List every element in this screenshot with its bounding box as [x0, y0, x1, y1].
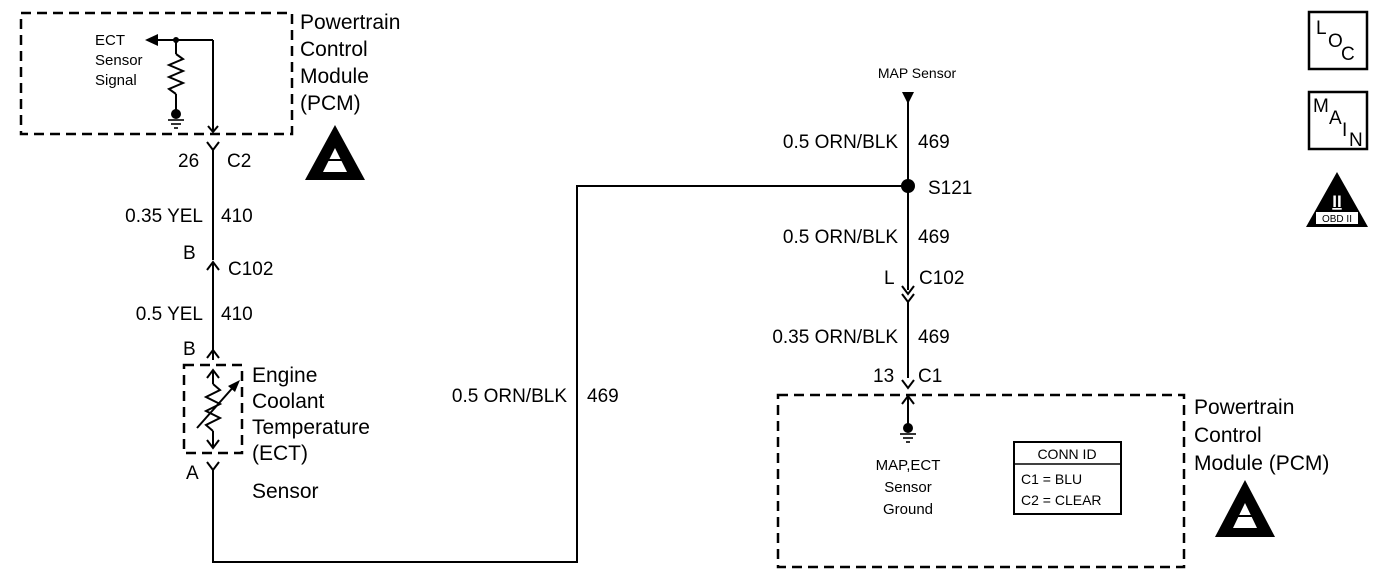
- esd-icon: [305, 125, 365, 180]
- pcm-top-title: Powertrain Control Module (PCM): [300, 11, 400, 115]
- main-letter: N: [1349, 130, 1363, 151]
- ground-label-line: MAP,ECT: [876, 457, 941, 474]
- loc-icon: L O C: [1307, 10, 1369, 71]
- signal-label-line: Sensor: [95, 52, 143, 69]
- loc-letter: L: [1316, 18, 1327, 39]
- c102-left-pin: B: [183, 243, 196, 264]
- wire-469-mid-color: 0.5 ORN/BLK: [783, 227, 898, 248]
- ect-connector-a-symbol: [206, 461, 220, 472]
- main-letter: I: [1342, 120, 1347, 141]
- pcm-bottom-title-line: Control: [1194, 424, 1262, 447]
- conn-id-row: C2 = CLEAR: [1021, 492, 1102, 508]
- conn-id-table: CONN ID C1 = BLU C2 = CLEAR: [1013, 441, 1122, 515]
- wire-469-mid-circuit: 469: [918, 227, 950, 248]
- ground-label: MAP,ECT Sensor Ground: [876, 457, 941, 518]
- c102-right-pin: L: [884, 268, 895, 289]
- c1-connector-label: C1: [918, 366, 942, 387]
- ect-title-line: Temperature: [252, 416, 370, 439]
- wire-469-top-color: 0.5 ORN/BLK: [783, 132, 898, 153]
- main-letter: A: [1329, 108, 1342, 129]
- ect-sensor-signal-label: ECT Sensor Signal: [95, 32, 143, 89]
- signal-label-line: ECT: [95, 32, 125, 49]
- c102-left-label: C102: [228, 259, 273, 280]
- ect-pin-a: A: [186, 463, 199, 484]
- main-letter: M: [1313, 96, 1329, 117]
- wire-469-return: [212, 185, 908, 563]
- ect-thermistor: [196, 368, 240, 450]
- wire-410-lower-color: 0.5 YEL: [136, 304, 203, 325]
- splice-s121: [901, 179, 915, 193]
- main-icon: M A I N: [1307, 90, 1369, 151]
- ground-label-line: Ground: [883, 501, 933, 518]
- ect-title-line: Engine: [252, 364, 317, 387]
- pcm-top-title-line: (PCM): [300, 92, 361, 115]
- wire-410-upper-color: 0.35 YEL: [125, 206, 203, 227]
- wire-469-low-circuit: 469: [918, 327, 950, 348]
- pcm-top-title-line: Control: [300, 38, 368, 61]
- splice-label: S121: [928, 178, 972, 199]
- map-sensor-label: MAP Sensor: [878, 65, 957, 81]
- wire-469-top-circuit: 469: [918, 132, 950, 153]
- wire-410-upper-circuit: 410: [221, 206, 253, 227]
- c102-right-label: C102: [919, 268, 964, 289]
- c1-pin-number: 13: [873, 366, 894, 387]
- ect-title-line: (ECT): [252, 442, 308, 465]
- pcm-pullup-resistor: [145, 34, 219, 134]
- pcm-top-box: [19, 11, 294, 136]
- ect-sensor-box: [182, 363, 244, 455]
- pcm-bottom-title-line: Powertrain: [1194, 396, 1294, 419]
- pcm-bottom-title-line: Module (PCM): [1194, 452, 1329, 475]
- ect-sensor-title: Engine Coolant Temperature (ECT) Sensor: [252, 364, 370, 503]
- c2-connector-label: C2: [227, 151, 251, 172]
- esd-icon: [1215, 480, 1275, 537]
- wire-469-bottom-circuit: 469: [587, 386, 619, 407]
- connector-c1-symbol: [901, 379, 915, 390]
- wire-469-low-color: 0.35 ORN/BLK: [772, 327, 898, 348]
- wire-410-lower-circuit: 410: [221, 304, 253, 325]
- wire-469-bottom-color: 0.5 ORN/BLK: [452, 386, 567, 407]
- ground-label-line: Sensor: [884, 479, 932, 496]
- pcm-bottom-box: [776, 393, 1186, 569]
- signal-label-line: Signal: [95, 72, 137, 89]
- loc-letter: O: [1328, 31, 1343, 52]
- pcm-bottom-title: Powertrain Control Module (PCM): [1194, 396, 1329, 475]
- obd-ii-icon: II OBD II: [1306, 172, 1368, 227]
- ect-pin-b: B: [183, 339, 196, 360]
- loc-letter: C: [1341, 44, 1355, 65]
- connector-c2-symbol: [206, 141, 220, 152]
- ect-title-line: Sensor: [252, 480, 319, 503]
- ect-connector-b-symbol: [206, 348, 220, 359]
- pcm-top-title-line: Module: [300, 65, 369, 88]
- pcm-ground: [900, 394, 916, 443]
- obd-numeral: II: [1332, 192, 1341, 211]
- ect-title-line: Coolant: [252, 390, 325, 413]
- conn-id-row: C1 = BLU: [1021, 471, 1082, 487]
- conn-id-title: CONN ID: [1037, 446, 1096, 462]
- connector-c102-right-symbol: [901, 285, 915, 296]
- c2-pin-number: 26: [178, 151, 199, 172]
- pcm-top-title-line: Powertrain: [300, 11, 400, 34]
- obd-label: OBD II: [1322, 214, 1352, 225]
